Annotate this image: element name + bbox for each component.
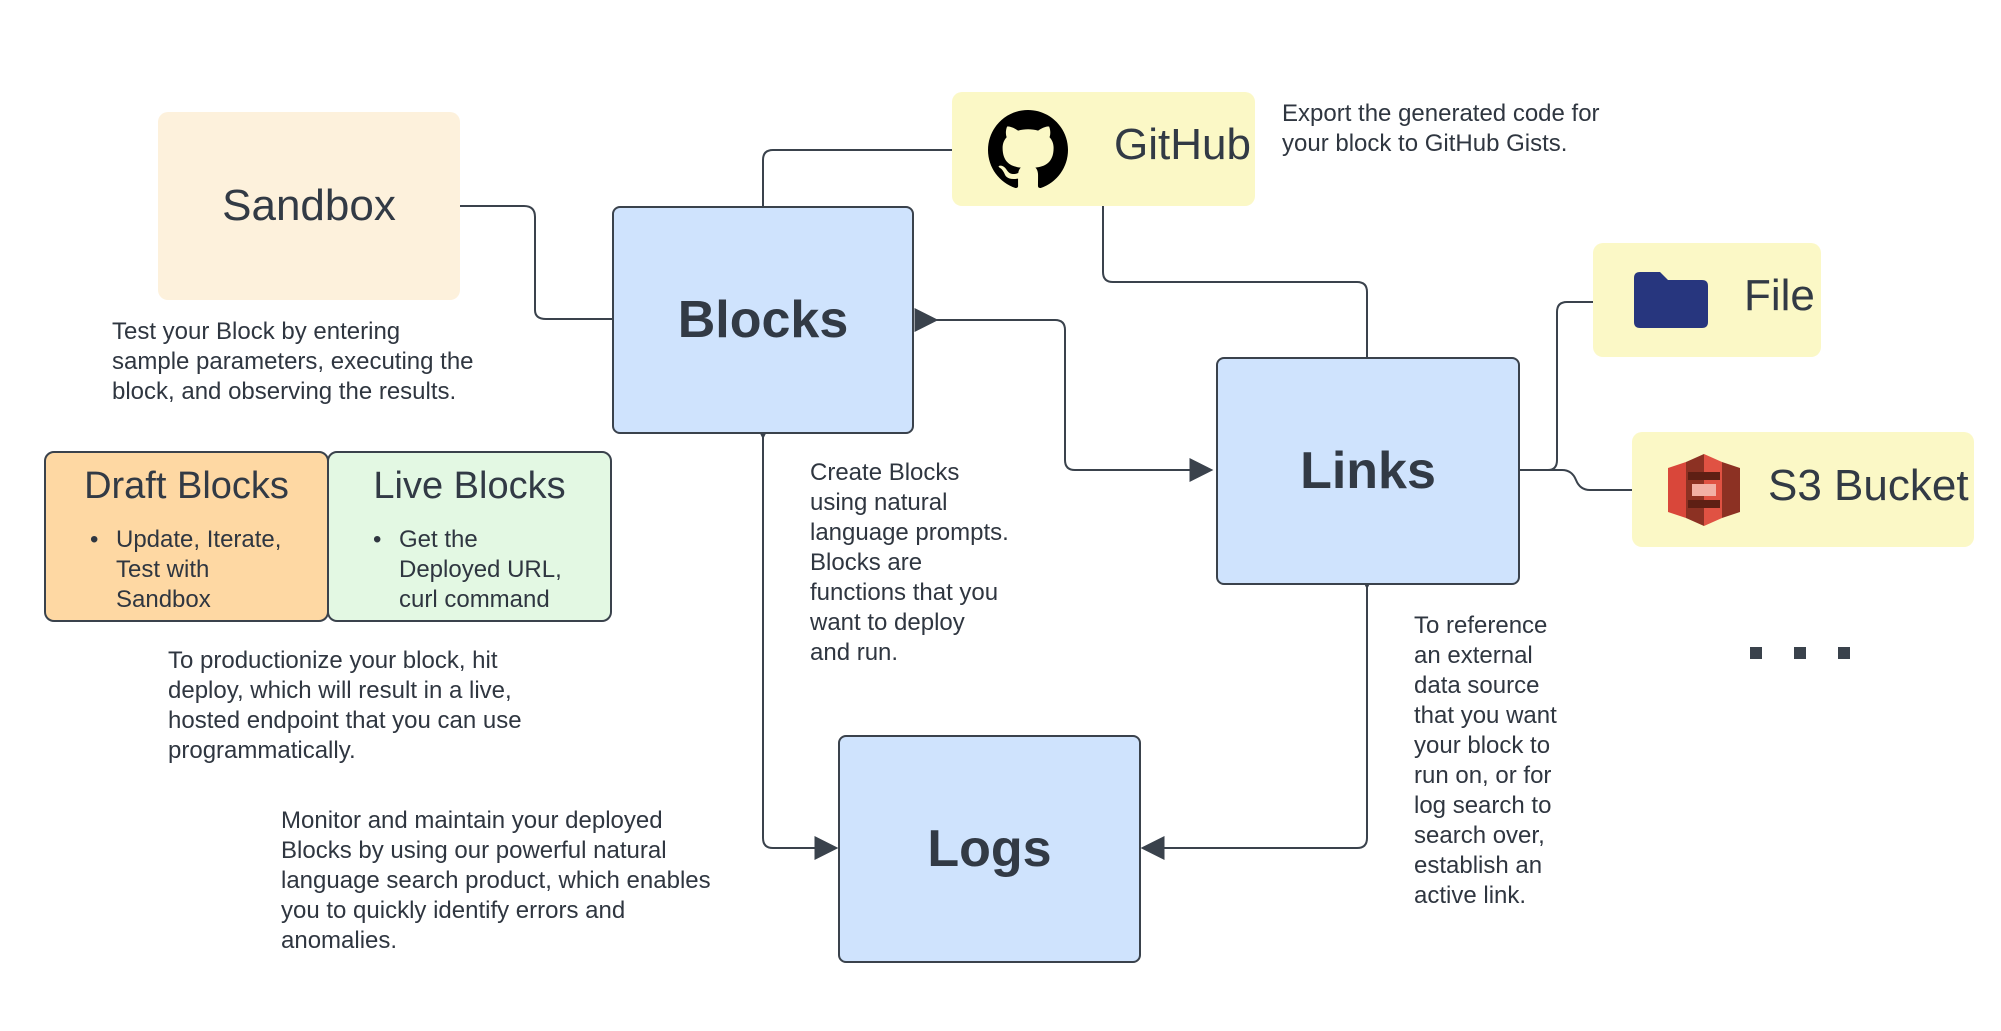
github-description: Export the generated code for your block… bbox=[1282, 100, 1600, 157]
logs-node[interactable]: Logs bbox=[838, 735, 1141, 963]
list-item: Test with bbox=[116, 556, 210, 583]
sandbox-description: Test your Block by entering sample param… bbox=[112, 318, 474, 405]
blocks-label: Blocks bbox=[677, 291, 849, 349]
bullet-icon: • bbox=[373, 526, 382, 553]
dot bbox=[1750, 647, 1762, 659]
links-node[interactable]: Links bbox=[1216, 357, 1520, 585]
live-blocks-body: •Get the Deployed URL, curl command bbox=[327, 519, 612, 622]
s3-bucket-icon bbox=[1668, 454, 1740, 526]
s3-label: S3 Bucket bbox=[1768, 461, 1969, 510]
links-description: To reference an external data source tha… bbox=[1414, 612, 1557, 909]
blocks-description: Create Blocks using natural language pro… bbox=[810, 459, 1009, 666]
live-blocks-title: Live Blocks bbox=[373, 464, 566, 507]
list-item: curl command bbox=[399, 586, 550, 613]
connector-links-s3 bbox=[1520, 469, 1632, 491]
arrow-links-logs bbox=[1140, 565, 1379, 860]
github-icon bbox=[988, 110, 1068, 189]
file-label: File bbox=[1744, 271, 1815, 320]
connector-links-file bbox=[1520, 301, 1593, 471]
connector-github-links bbox=[1102, 206, 1368, 357]
sandbox-label: Sandbox bbox=[222, 181, 396, 230]
logs-label: Logs bbox=[927, 820, 1052, 878]
logs-description: Monitor and maintain your deployed Block… bbox=[281, 807, 711, 954]
github-label: GitHub bbox=[1114, 120, 1251, 169]
list-item: •Get the bbox=[373, 526, 478, 553]
dot bbox=[1838, 647, 1850, 659]
list-item: Sandbox bbox=[116, 586, 211, 613]
draft-blocks-title: Draft Blocks bbox=[84, 464, 289, 507]
live-blocks-list: •Get the Deployed URL, curl command bbox=[329, 525, 610, 615]
live-blocks-header: Live Blocks bbox=[327, 451, 612, 521]
dot bbox=[1794, 647, 1806, 659]
list-item: •Update, Iterate, bbox=[90, 526, 282, 553]
ellipsis-icon bbox=[1750, 647, 1850, 659]
blocks-node[interactable]: Blocks bbox=[612, 206, 914, 434]
sandbox-node[interactable]: Sandbox bbox=[158, 112, 460, 300]
bullet-icon: • bbox=[90, 526, 99, 553]
productionize-description: To productionize your block, hit deploy,… bbox=[168, 647, 522, 764]
draft-blocks-body: •Update, Iterate, Test with Sandbox bbox=[44, 519, 329, 622]
links-label: Links bbox=[1300, 442, 1436, 500]
list-item: Deployed URL, bbox=[399, 556, 562, 583]
draft-blocks-list: •Update, Iterate, Test with Sandbox bbox=[46, 525, 327, 615]
draft-blocks-header: Draft Blocks bbox=[44, 451, 329, 521]
folder-icon bbox=[1634, 272, 1708, 328]
arrow-blocks-logs bbox=[751, 415, 839, 860]
connector-sandbox-blocks bbox=[460, 205, 612, 320]
connector-blocks-github bbox=[762, 149, 952, 206]
arrow-blocks-links bbox=[914, 308, 1214, 482]
